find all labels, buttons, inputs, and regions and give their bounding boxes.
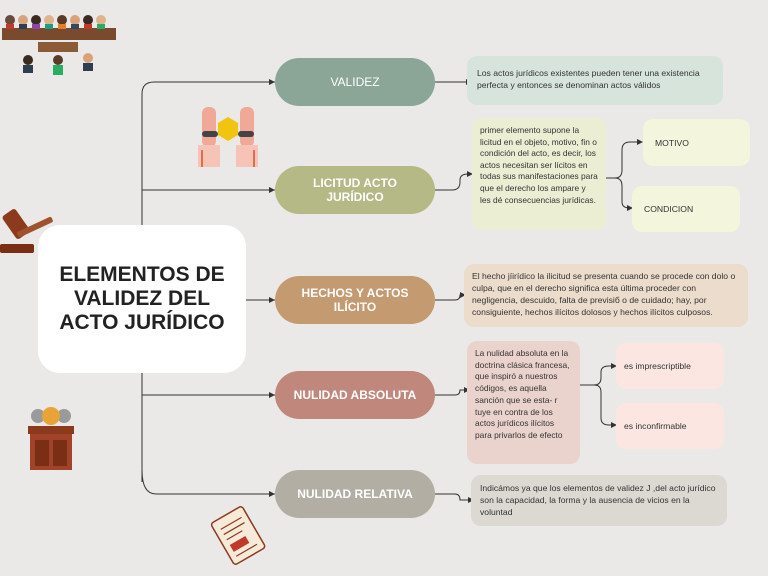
courtroom-icon bbox=[2, 15, 116, 75]
central-topic: ELEMENTOS DE VALIDEZ DEL ACTO JURÍDICO bbox=[38, 225, 246, 373]
child-motivo: MOTIVO bbox=[643, 119, 750, 166]
note-nulidad-relativa: Indicámos ya que los elementos de valide… bbox=[471, 475, 727, 526]
note-nulidad-relativa-text: Indicámos ya que los elementos de valide… bbox=[480, 483, 716, 517]
branch-nulidad-absoluta: NULIDAD ABSOLUTA bbox=[275, 371, 435, 419]
branch-licitud-label: LICITUD ACTO JURÍDICO bbox=[313, 176, 397, 204]
note-hechos-ilicitos: El hecho jíirídico la ilicitud se presen… bbox=[464, 264, 748, 327]
child-inconfirmable: es inconfirmable bbox=[616, 403, 724, 449]
gavel-icon bbox=[0, 209, 53, 253]
branch-hechos-ilicitos: HECHOS Y ACTOS ILÍCITO bbox=[275, 276, 435, 324]
branch-validez-label: VALIDEZ bbox=[330, 75, 380, 89]
note-validez-text: Los actos jurídicos existentes pueden te… bbox=[477, 68, 700, 90]
child-inconfirmable-label: es inconfirmable bbox=[624, 421, 687, 431]
child-condicion-label: CONDICION bbox=[644, 204, 694, 214]
note-validez: Los actos jurídicos existentes pueden te… bbox=[467, 56, 723, 105]
handcuffs-icon bbox=[198, 107, 258, 167]
child-imprescriptible: es imprescriptible bbox=[616, 343, 724, 389]
branch-licitud: LICITUD ACTO JURÍDICO bbox=[275, 166, 435, 214]
central-topic-title: ELEMENTOS DE VALIDEZ DEL ACTO JURÍDICO bbox=[59, 263, 225, 334]
note-nulidad-absoluta-text: La nulidad absoluta en la doctrina clási… bbox=[475, 348, 570, 440]
branch-nulidad-absoluta-label: NULIDAD ABSOLUTA bbox=[293, 388, 417, 402]
branch-nulidad-relativa-label: NULIDAD RELATIVA bbox=[297, 487, 413, 501]
branch-hechos-ilicitos-label: HECHOS Y ACTOS ILÍCITO bbox=[301, 286, 409, 314]
branch-nulidad-relativa: NULIDAD RELATIVA bbox=[275, 470, 435, 518]
child-imprescriptible-label: es imprescriptible bbox=[624, 361, 691, 371]
child-motivo-label: MOTIVO bbox=[655, 137, 689, 148]
judge-podium-icon bbox=[28, 407, 74, 470]
legal-document-icon bbox=[210, 506, 266, 565]
branch-validez: VALIDEZ bbox=[275, 58, 435, 106]
note-licitud: primer elemento supone la licitud en el … bbox=[472, 118, 606, 230]
note-hechos-ilicitos-text: El hecho jíirídico la ilicitud se presen… bbox=[472, 271, 736, 317]
note-licitud-text: primer elemento supone la licitud en el … bbox=[480, 125, 598, 205]
note-nulidad-absoluta: La nulidad absoluta en la doctrina clási… bbox=[467, 341, 580, 464]
child-condicion: CONDICION bbox=[632, 186, 740, 232]
